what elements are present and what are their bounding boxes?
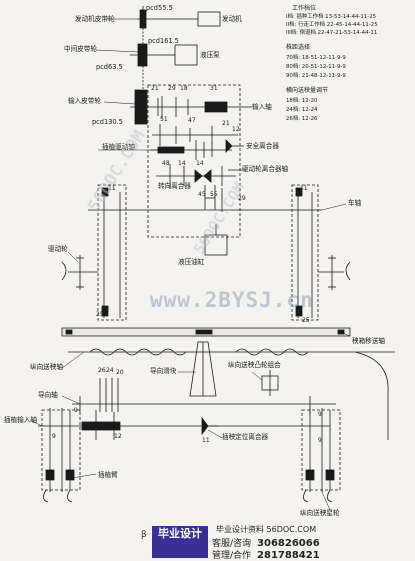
table-row: 70档: 18-51-12-11-9-9 [286, 55, 346, 61]
table-row: I档: 插种工作档 13-53-14-44-11-25 [286, 14, 377, 20]
gear-number: 26 [98, 367, 106, 374]
label-longitudinal-feed-star: 纵向送秧星轮 [300, 509, 340, 517]
input-shaft-gears [157, 96, 228, 118]
label-axle: 车轴 [348, 199, 362, 207]
table-title-feed: 横向送秧量调节 [286, 87, 329, 94]
table-row: III档: 倒退档 22-47-21-53-14-44-11 [286, 30, 378, 36]
gear-number: 48 [162, 160, 170, 167]
footer-manage: 管理/合作 281788421 [212, 548, 320, 561]
manage-qq: 281788421 [257, 550, 320, 561]
hydraulic-pump-box [174, 44, 198, 66]
right-drive-leg [291, 184, 319, 321]
gear-number: 51 [160, 116, 168, 123]
gear-number: 29 [168, 85, 176, 92]
left-transplant-leg [41, 409, 81, 491]
gear-number: 9 [318, 411, 322, 418]
gear-number: 11 [108, 185, 116, 192]
label-longitudinal-feed-shaft: 纵向送秧轴 [30, 363, 63, 371]
label-guide-shaft: 导向轴 [38, 391, 58, 399]
service-label: 客服/咨询 [212, 539, 252, 549]
gear-number: 14 [178, 160, 186, 167]
page-mark: β [141, 530, 147, 540]
safety-clutch-shape [225, 139, 233, 153]
gear-number: 55 [210, 191, 218, 198]
manage-label: 管理/合作 [212, 551, 252, 561]
label-box-shift-shaft: 秧箱移送轴 [352, 337, 385, 345]
engine-box [197, 11, 221, 27]
footer-site-text: 毕业设计资料 56DOC.COM [216, 525, 317, 534]
watermark-site: www.2BYSJ.cn [150, 288, 314, 312]
guide-slider-shape [189, 341, 217, 397]
gear-number: 18 [180, 85, 188, 92]
gear-number: 9 [52, 433, 56, 440]
gear-number: 29 [238, 195, 246, 202]
gear-number: 45 [198, 191, 206, 198]
table-title-spacing: 株距选择 [286, 44, 311, 51]
label-middle-pulley: 中间皮带轮 [64, 45, 97, 53]
table-row: 26档: 12-26 [286, 116, 318, 122]
table-row: 90档: 21-48-12-11-9-9 [286, 73, 346, 79]
gearbox-housing [147, 84, 241, 238]
gear-number: 12 [114, 433, 122, 440]
gear-number: 20 [116, 369, 124, 376]
label-pcd-55: pcd55.5 [146, 4, 173, 12]
table-row: 24档: 12-24 [286, 107, 318, 113]
gear-number: 21 [222, 120, 230, 127]
table-row: II档: 行走工作档 22-45-14-44-11-25 [286, 22, 378, 28]
label-pcd-161: pcd161.5 [148, 37, 179, 45]
gear-number: 11 [202, 437, 210, 444]
right-transplant-leg [301, 409, 341, 491]
table-row: 18档: 12-20 [286, 98, 318, 104]
gear-number: 31 [210, 85, 218, 92]
gear-number: 9 [318, 437, 322, 444]
table-title-gears: 工作档位 [292, 5, 317, 12]
label-hydraulic-pump: 液压泵 [200, 51, 220, 59]
gear-number: 9 [74, 407, 78, 414]
drive-shaft-block [157, 146, 185, 154]
steering-clutch-shape [194, 169, 212, 183]
positioning-clutch-shape [201, 416, 209, 436]
label-transplant-arm: 插植臂 [98, 471, 118, 479]
label-input-shaft: 输入轴 [252, 103, 272, 111]
label-engine: 发动机 [222, 15, 242, 23]
label-transplant-drive-shaft: 插植驱动轴 [102, 143, 135, 151]
label-drive-wheel: 驱动轮 [48, 245, 68, 253]
gear-number: 25 [302, 317, 310, 324]
label-transplant-positioning-clutch: 插秧定位离合器 [222, 433, 269, 441]
footer-service: 客服/咨询 306826066 [212, 536, 320, 549]
label-engine-pulley: 发动机皮带轮 [75, 15, 115, 23]
label-drive-clutch-shaft: 驱动轮离合器轴 [242, 165, 289, 173]
gear-number: 11 [300, 185, 308, 192]
label-hydraulic-cylinder: 液压油缸 [178, 258, 205, 266]
footer-logo: 毕业设计 [152, 526, 208, 558]
gear-number: 14 [196, 160, 204, 167]
transplant-input-block [81, 421, 121, 431]
left-drive-leg [97, 184, 127, 321]
gear-number: 47 [188, 117, 196, 124]
label-pcd-130: pcd130.5 [92, 118, 123, 126]
label-input-pulley: 输入皮带轮 [68, 97, 101, 105]
label-guide-slider: 导向滑块 [150, 367, 177, 375]
service-qq: 306826066 [257, 538, 320, 549]
label-safety-clutch: 安全离合器 [246, 142, 279, 150]
label-cam-combination: 纵向送秧凸轮组合 [228, 361, 281, 369]
label-pcd-63: pcd63.5 [96, 63, 123, 71]
table-row: 80档: 20-51-12-11-9-9 [286, 64, 346, 70]
gear-number: 12 [232, 126, 240, 133]
gear-number: 24 [106, 367, 114, 374]
gear-number: 21 [151, 85, 159, 92]
label-steering-clutch: 转向离合器 [158, 182, 191, 190]
label-transplant-input-shaft: 插植输入轴 [4, 416, 37, 424]
gear-number: 25 [96, 311, 104, 318]
